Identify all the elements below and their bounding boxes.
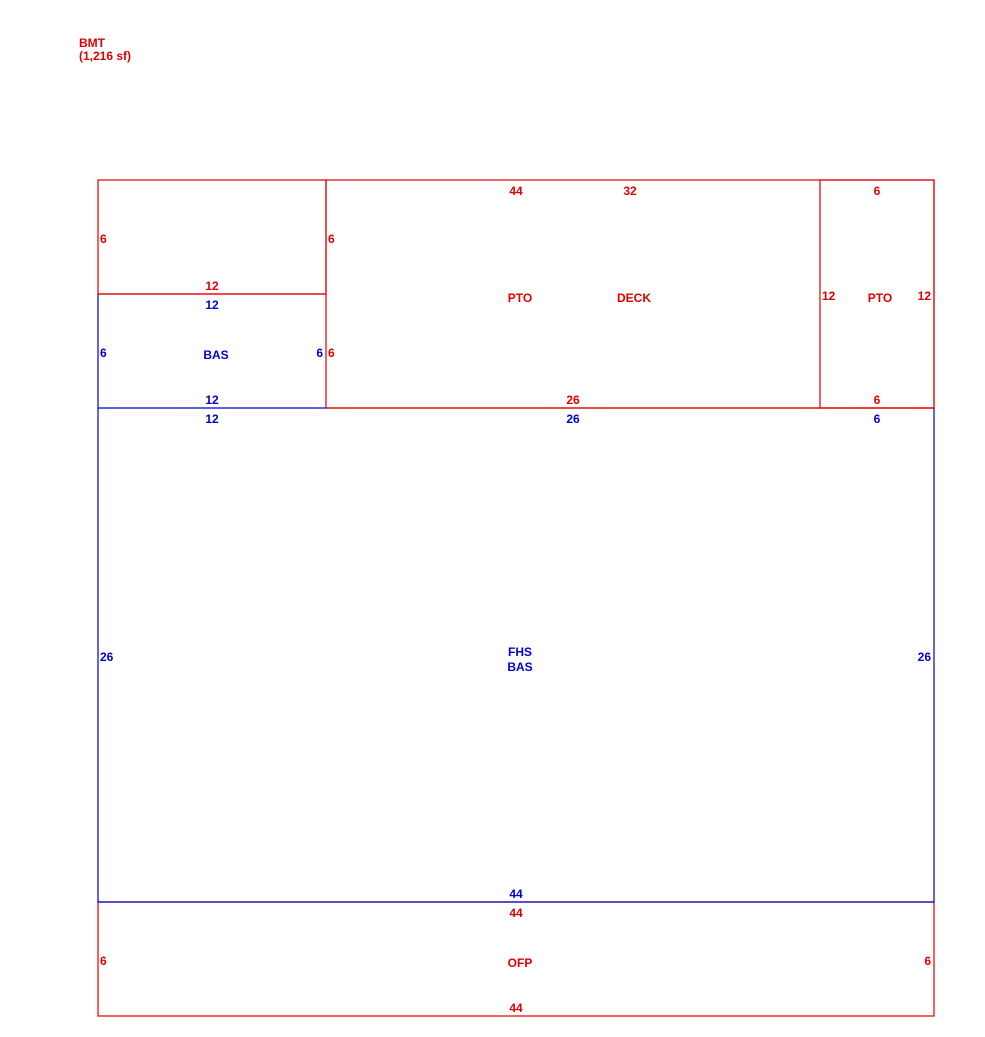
upper-left-left-dim: 6 [100,232,107,246]
fhs-label: FHS [508,645,532,659]
fhs-bas-area-outline [97,408,935,903]
upper-left-bottom-dim: 12 [205,279,219,293]
bas-small-bottom-dim: 12 [205,393,219,407]
pto-label: PTO [508,291,532,305]
bas-small-label: BAS [203,348,228,362]
ofp-left-dim: 6 [100,954,107,968]
ofp-label: OFP [508,956,533,970]
bas-small-labels: 12 6 BAS 6 12 [100,298,323,407]
upper-left-labels: 6 6 12 [100,232,335,293]
ofp-labels: 44 6 OFP 6 44 [100,906,931,1015]
pto-deck-left-lower-dim: 6 [328,346,335,360]
pto-right-label: PTO [868,291,892,305]
fhs-bas-top-mid-dim: 26 [566,412,580,426]
fhs-bas-left-dim: 26 [100,650,114,664]
fhs-bas-top-left-dim: 12 [205,412,219,426]
total-area: (1,216 sf) [79,49,132,63]
pto-right-labels: 6 12 PTO 12 6 [822,184,931,407]
ofp-right-dim: 6 [924,954,931,968]
pto-right-bottom-dim: 6 [874,393,881,407]
fhs-bas-labels: 12 26 6 26 FHS BAS 26 44 [100,412,931,901]
pto-deck-top-dim-a: 44 [509,184,523,198]
pto-deck-bottom-dim: 26 [566,393,580,407]
pto-deck-labels: 44 32 PTO DECK 6 26 [328,184,651,407]
fhs-bas-right-dim: 26 [918,650,932,664]
building-code: BMT [79,36,105,50]
blue-outlines [97,293,935,903]
bas-small-top-dim: 12 [205,298,219,312]
upper-left-right-dim: 6 [328,232,335,246]
bas-label: BAS [507,660,532,674]
upper-left-area-outline [97,179,327,295]
pto-right-right-dim: 12 [918,289,932,303]
ofp-bottom-dim: 44 [509,1001,523,1015]
bas-small-right-dim: 6 [316,346,323,360]
deck-label: DECK [617,291,651,305]
bas-small-left-dim: 6 [100,346,107,360]
fhs-bas-top-right-dim: 6 [874,412,881,426]
sketch-header: BMT (1,216 sf) [79,37,131,63]
ofp-top-dim: 44 [509,906,523,920]
pto-deck-top-dim-b: 32 [623,184,637,198]
pto-right-left-dim: 12 [822,289,836,303]
pto-right-top-dim: 6 [874,184,881,198]
fhs-bas-bottom-dim: 44 [509,887,523,901]
